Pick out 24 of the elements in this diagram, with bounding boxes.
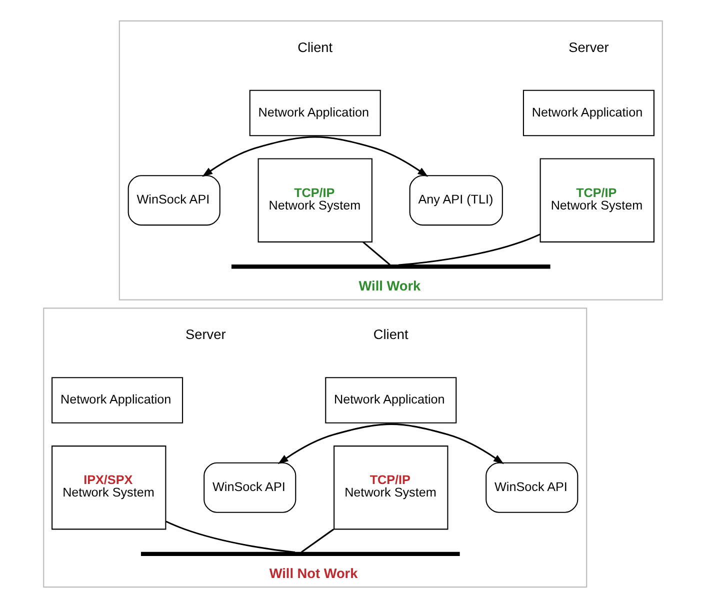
node-box: IPX/SPX Network System: [52, 446, 166, 530]
label: Server: [568, 40, 609, 55]
node-box: Network Application: [52, 377, 184, 424]
node-box: TCP/IP Network System: [540, 158, 654, 242]
arrow: [202, 136, 428, 177]
connector: [398, 234, 540, 266]
connector: [362, 241, 390, 266]
label: Client: [298, 40, 333, 55]
node-box: WinSock API: [486, 462, 578, 513]
node-box: Network Application: [522, 90, 654, 136]
node-bar: [140, 552, 460, 556]
connector: [166, 520, 296, 554]
arrow: [278, 423, 504, 464]
node-box: TCP/IP Network System: [334, 446, 448, 530]
node-box: WinSock API: [204, 462, 296, 513]
node-box: Network Application: [249, 90, 381, 136]
label: Server: [186, 327, 226, 342]
node-bar: [231, 264, 550, 269]
node-box: TCP/IP Network System: [258, 158, 372, 242]
label: Client: [373, 327, 408, 342]
node-box: Network Application: [325, 377, 457, 424]
connector: [301, 528, 334, 553]
node-box: WinSock API: [128, 175, 220, 226]
node-box: Any API (TLI): [409, 175, 503, 226]
